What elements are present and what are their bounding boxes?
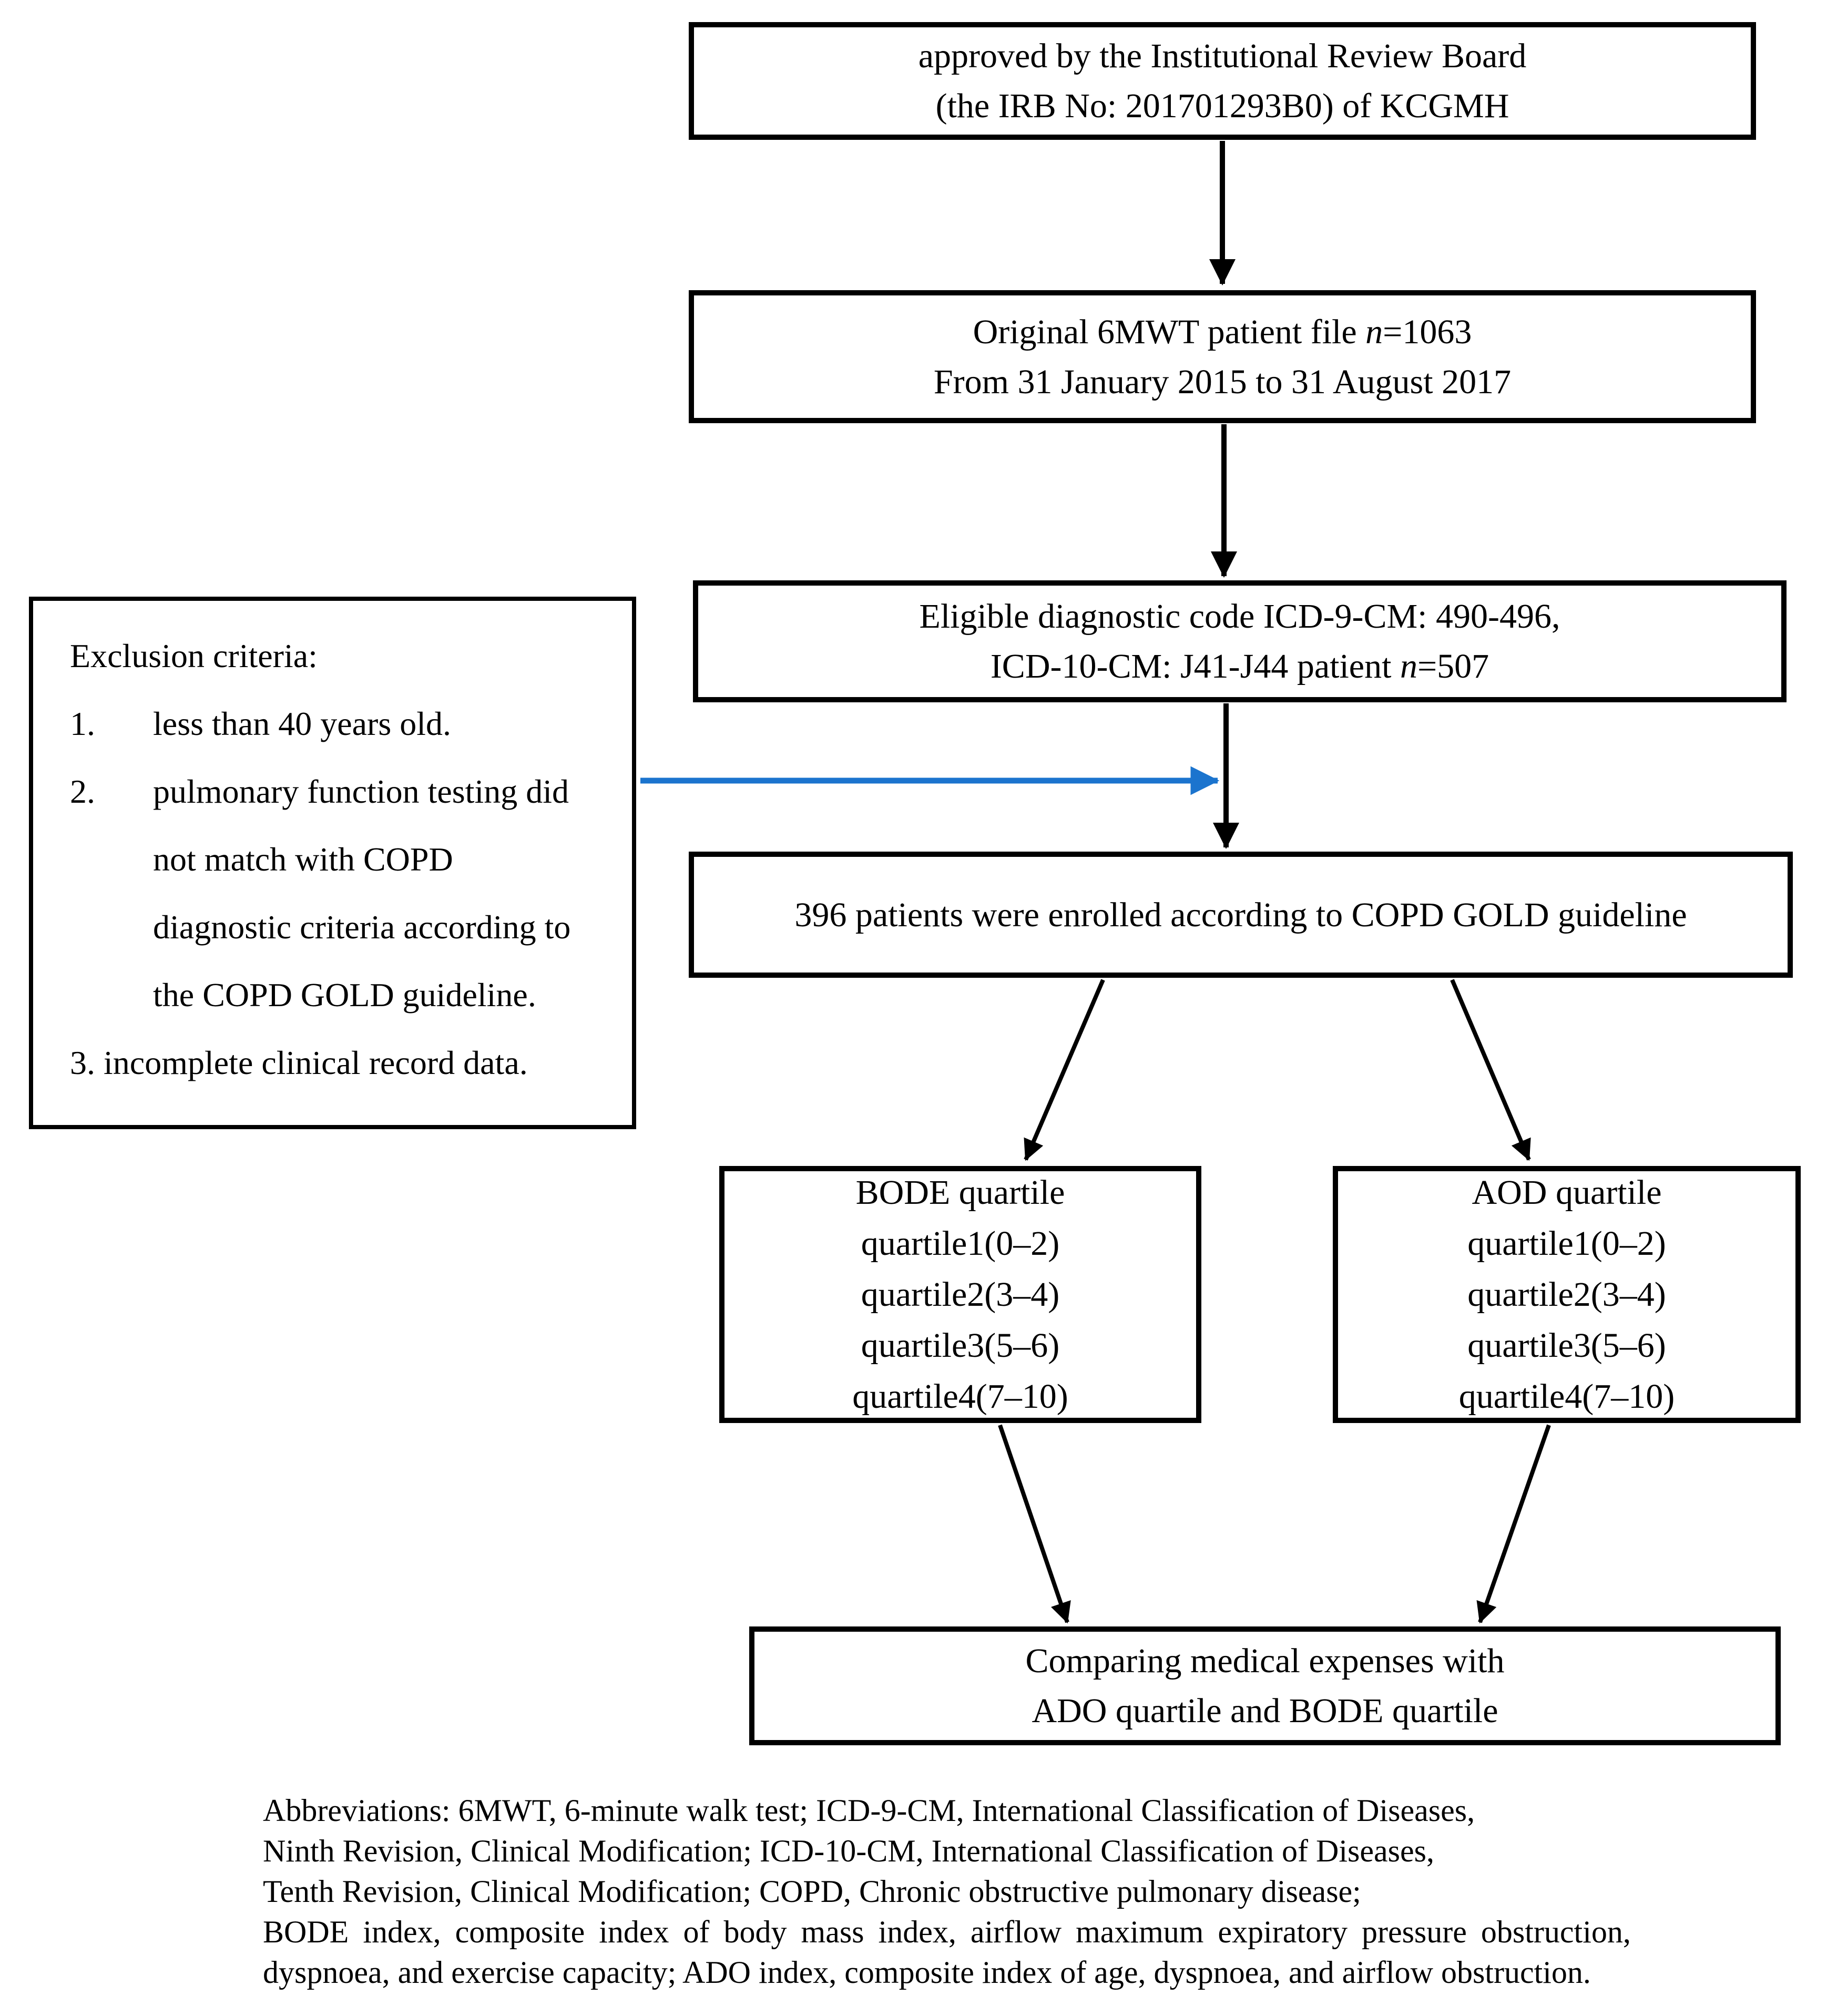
exclusion-line: Exclusion criteria: bbox=[70, 622, 621, 690]
exclusion-line: not match with COPD bbox=[70, 825, 621, 893]
list-text: the COPD GOLD guideline. bbox=[153, 976, 536, 1014]
text-line: quartile3(5–6) bbox=[861, 1326, 1060, 1365]
text-line: Eligible diagnostic code ICD-9-CM: 490-4… bbox=[919, 597, 1560, 636]
text-line: (the IRB No: 201701293B0) of KCGMH bbox=[935, 87, 1509, 125]
text-line: dyspnoea, and exercise capacity; ADO ind… bbox=[263, 1955, 1591, 1990]
text-line: 396 patients were enrolled according to … bbox=[794, 895, 1687, 934]
list-number: 1. bbox=[70, 705, 95, 742]
flow-box-exclusion-criteria: Exclusion criteria: 1. less than 40 years … bbox=[29, 597, 636, 1129]
text-line: approved by the Institutional Review Boa… bbox=[918, 37, 1527, 75]
flow-box-eligible-diagnostic-code: Eligible diagnostic code ICD-9-CM: 490-4… bbox=[693, 580, 1787, 702]
list-text: Exclusion criteria: bbox=[70, 637, 318, 674]
arrow-aod-to-compare bbox=[1476, 1424, 1551, 1624]
flow-box-bode-quartile: BODE quartile quartile1(0–2) quartile2(3–4… bbox=[719, 1166, 1201, 1423]
text-line: quartile1(0–2) bbox=[1467, 1224, 1666, 1263]
text-line: quartile3(5–6) bbox=[1467, 1326, 1666, 1365]
flow-box-aod-quartile: AOD quartile quartile1(0–2) quartile2(3–4)… bbox=[1333, 1166, 1801, 1423]
text-line: quartile1(0–2) bbox=[861, 1224, 1060, 1263]
exclusion-line: 2. pulmonary function testing did bbox=[70, 758, 621, 825]
text-line: From 31 January 2015 to 31 August 2017 bbox=[933, 362, 1512, 401]
flow-box-enrolled-patients: 396 patients were enrolled according to … bbox=[689, 852, 1793, 978]
arrow-enrolled-to-aod bbox=[1450, 979, 1531, 1161]
text-line: BODE index, composite index of body mass… bbox=[263, 1915, 1631, 1949]
abbreviations-caption: Abbreviations: 6MWT, 6-minute walk test;… bbox=[263, 1790, 1746, 1993]
text-line: quartile4(7–10) bbox=[1458, 1377, 1675, 1416]
list-text: diagnostic criteria according to bbox=[153, 908, 571, 946]
list-number: 2. bbox=[70, 773, 95, 810]
list-text: less than 40 years old. bbox=[153, 705, 451, 742]
exclusion-line: diagnostic criteria according to bbox=[70, 893, 621, 961]
exclusion-line: 1. less than 40 years old. bbox=[70, 690, 621, 758]
text-line: Abbreviations: 6MWT, 6-minute walk test;… bbox=[263, 1793, 1475, 1828]
text-line: Original 6MWT patient file n=1063 bbox=[973, 312, 1472, 351]
exclusion-line: the COPD GOLD guideline. bbox=[70, 961, 621, 1029]
list-text: 3. incomplete clinical record data. bbox=[70, 1044, 528, 1081]
text-line: ADO quartile and BODE quartile bbox=[1032, 1692, 1498, 1730]
text-line: BODE quartile bbox=[855, 1173, 1065, 1212]
flow-box-irb-approval: approved by the Institutional Review Boa… bbox=[689, 22, 1756, 140]
text-line: quartile2(3–4) bbox=[861, 1275, 1060, 1314]
text-line: quartile2(3–4) bbox=[1467, 1275, 1666, 1314]
list-text: pulmonary function testing did bbox=[153, 773, 569, 810]
text-line: Ninth Revision, Clinical Modification; I… bbox=[263, 1834, 1434, 1868]
text-line: Comparing medical expenses with bbox=[1025, 1642, 1505, 1680]
text-line: quartile4(7–10) bbox=[852, 1377, 1068, 1416]
text-line: AOD quartile bbox=[1472, 1173, 1662, 1212]
text-line: Tenth Revision, Clinical Modification; C… bbox=[263, 1874, 1361, 1909]
text-line: ICD-10-CM: J41-J44 patient n=507 bbox=[990, 647, 1489, 685]
arrow-bode-to-compare bbox=[998, 1424, 1071, 1624]
exclusion-line: 3. incomplete clinical record data. bbox=[70, 1029, 621, 1097]
arrow-enrolled-to-bode bbox=[1024, 979, 1105, 1161]
list-text: not match with COPD bbox=[153, 841, 453, 878]
